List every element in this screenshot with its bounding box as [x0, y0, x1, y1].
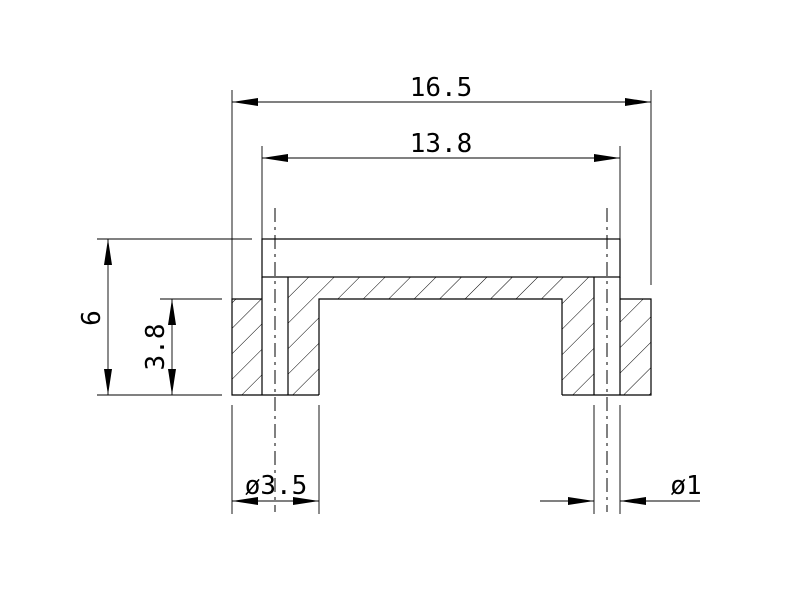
arrow-top — [104, 239, 112, 265]
dim-total-height: 6 — [77, 239, 112, 395]
label-16-5: 16.5 — [410, 73, 473, 103]
arrow-top — [168, 299, 176, 325]
arrow-right — [620, 497, 646, 505]
arrow-left — [232, 497, 258, 505]
label-d3-5: ø3.5 — [245, 471, 308, 501]
arrow-left — [232, 98, 258, 106]
hatched-sections — [232, 277, 651, 395]
hatch-right-inner — [562, 277, 594, 395]
hatch-left-inner — [288, 277, 319, 395]
arrow-left — [568, 497, 594, 505]
right-outer-block — [620, 298, 652, 396]
dim-pin-diameter: ø3.5 — [232, 471, 319, 505]
arrow-right — [625, 98, 651, 106]
left-outer-block — [231, 298, 262, 396]
part-outline — [231, 238, 652, 396]
arrow-left — [262, 154, 288, 162]
hatch-left-outer — [232, 299, 262, 395]
dim-body-height: 3.8 — [141, 299, 176, 395]
arrow-bottom — [104, 369, 112, 395]
label-13-8: 13.8 — [410, 129, 473, 159]
label-d1: ø1 — [670, 471, 701, 501]
label-6: 6 — [77, 310, 107, 326]
dim-inner-width: 13.8 — [262, 129, 620, 162]
hatch-right-outer — [620, 299, 651, 395]
extension-lines — [97, 90, 652, 514]
arrow-right — [293, 497, 319, 505]
label-3-8: 3.8 — [141, 324, 171, 371]
dim-overall-width: 16.5 — [232, 73, 651, 106]
center-lines — [274, 208, 608, 512]
inner-channel — [318, 298, 563, 395]
arrow-right — [594, 154, 620, 162]
arrow-bottom — [168, 369, 176, 395]
top-cap — [261, 238, 621, 278]
hatch-top-plate — [319, 277, 562, 299]
dim-hole-diameter: ø1 — [540, 471, 702, 505]
